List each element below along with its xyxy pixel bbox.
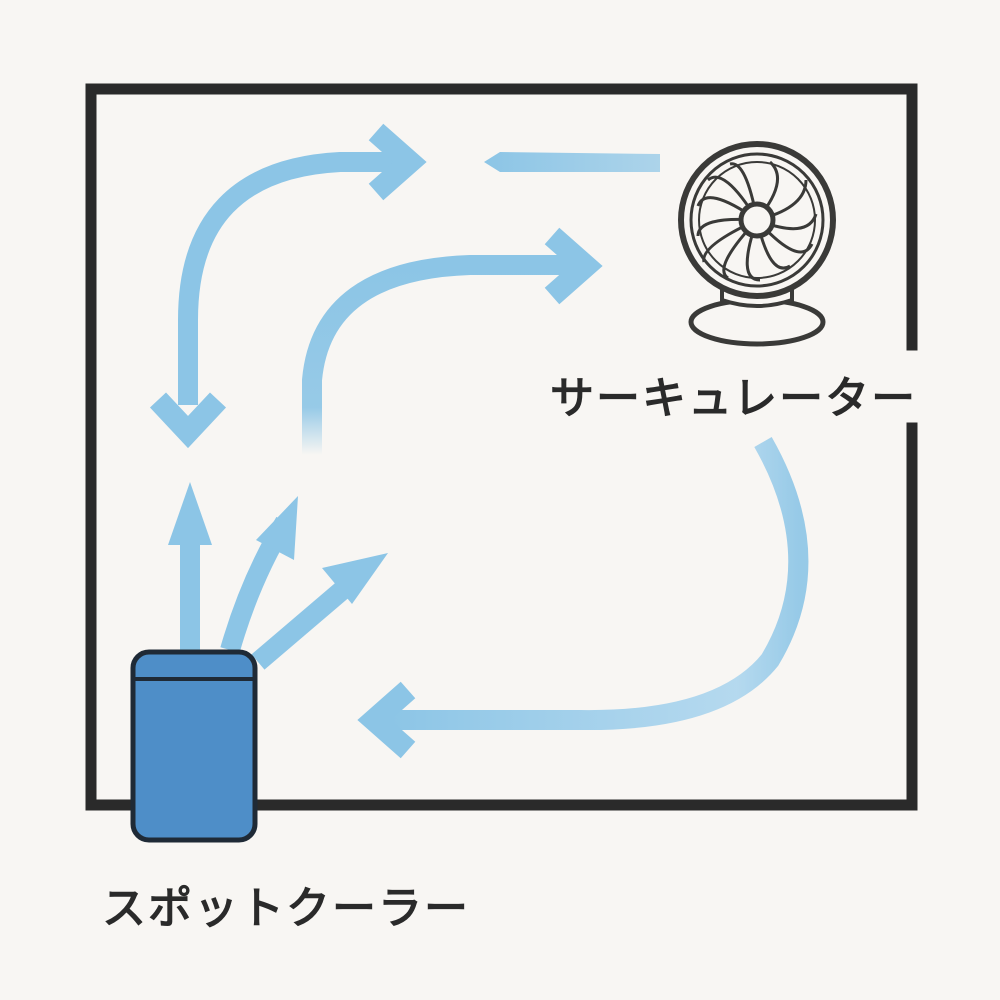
airflow-arrowhead-up [168,482,212,545]
inner-curve-arrowhead [544,227,603,305]
upper-loop-arrowhead-down [149,392,227,449]
fan-grille [698,161,816,279]
airflow-arrowhead-right [322,553,388,604]
airflow-arrowhead-diagonal [256,496,298,560]
return-loop-arrow [357,437,809,759]
circulator-label: サーキュレーター [550,373,918,424]
top-airflow-line [484,152,660,172]
upper-loop-path [178,152,398,405]
spot-cooler-label: スポットクーラー [102,883,470,934]
cooler-body [130,649,258,843]
return-loop-path [390,437,809,731]
inner-curve-arrow [302,227,603,455]
inner-curve-path [302,255,570,455]
room-walls [85,83,918,811]
spot-cooler-icon [130,649,258,843]
top-airflow-segment [484,152,660,172]
upper-loop-arrowhead-right [368,123,427,201]
fan-head-inner [689,152,825,288]
fan-hub [738,201,776,239]
return-loop-arrowhead [357,681,416,759]
room-outline [85,83,918,811]
upper-loop-arrow [149,123,427,449]
cooler-airflow-arrows [168,482,388,670]
circulator-fan-icon [678,141,836,347]
